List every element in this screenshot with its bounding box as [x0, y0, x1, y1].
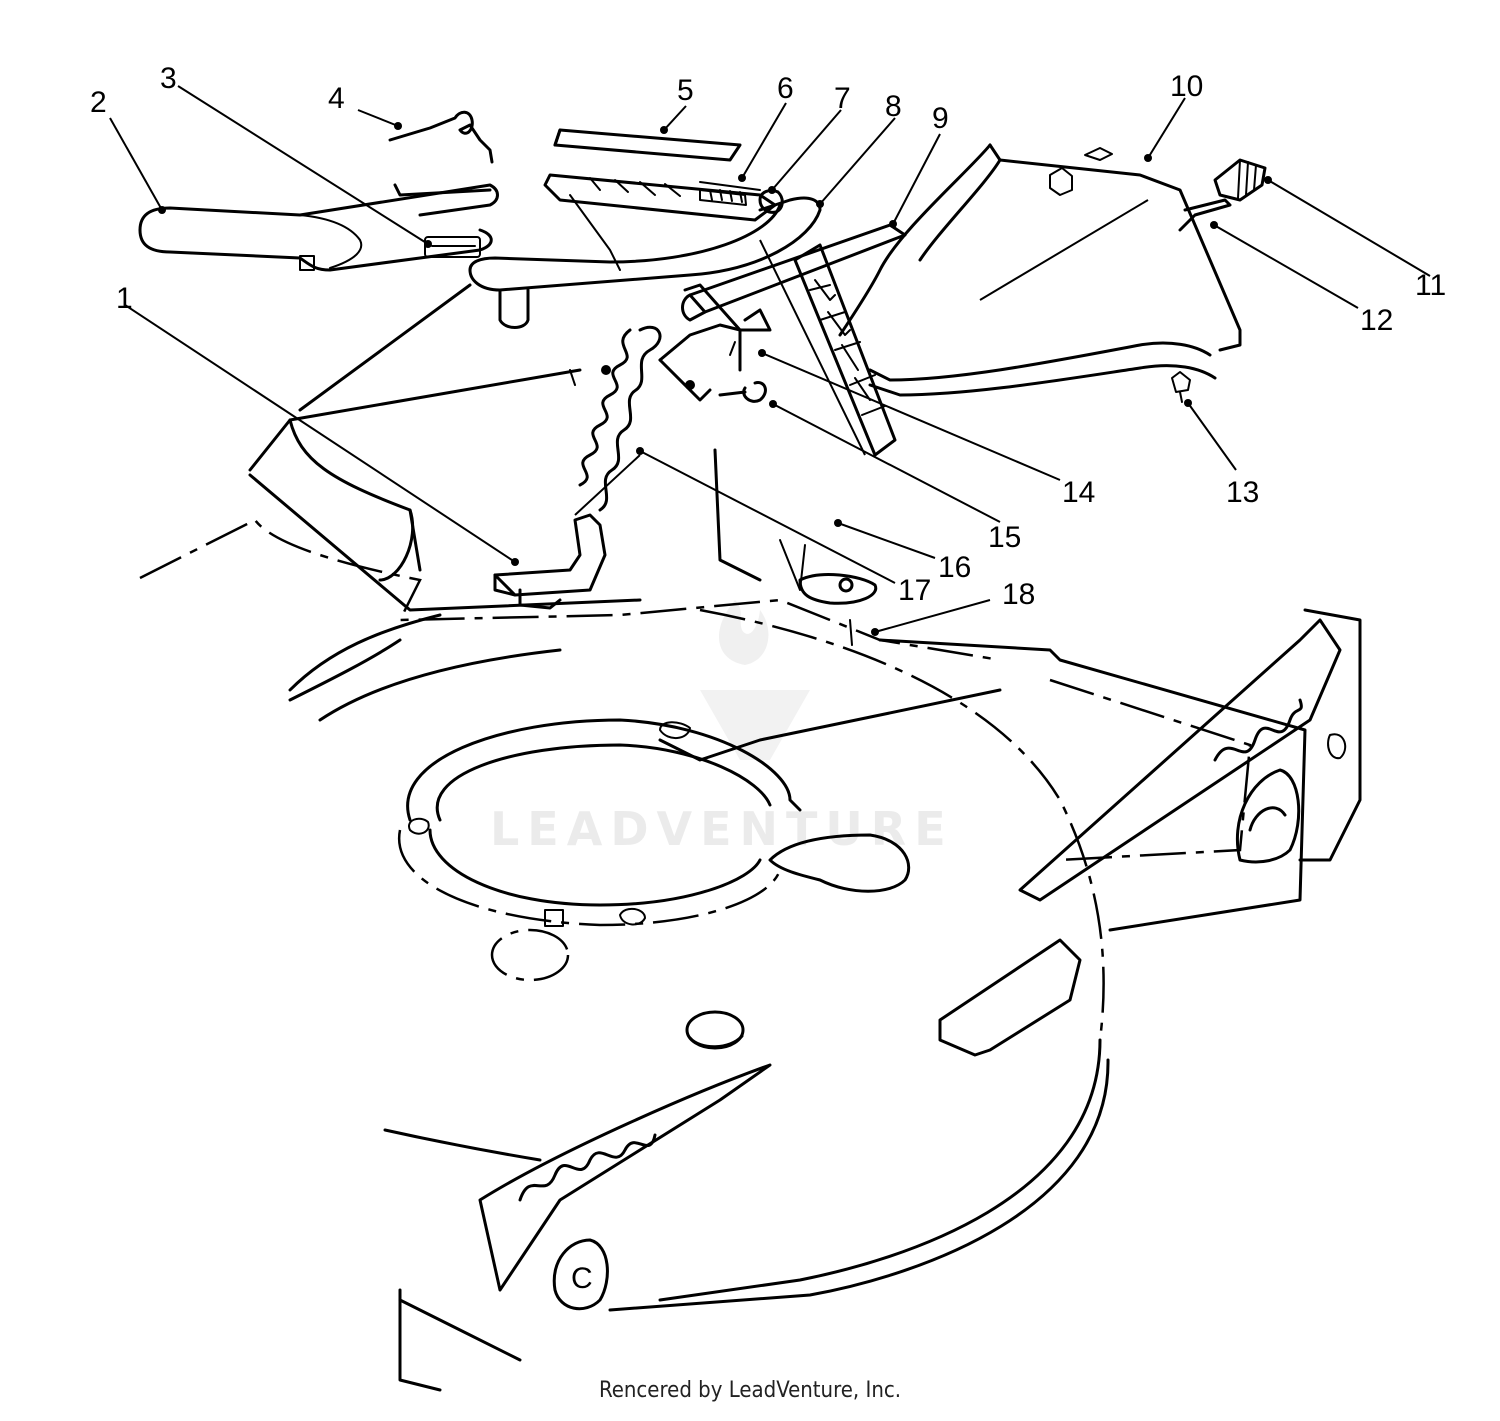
callout-18: 18 — [1002, 578, 1035, 611]
callout-7: 7 — [834, 82, 851, 115]
wheel-hub-mark: C — [571, 1262, 593, 1295]
watermark-logo: LEADVENTURE — [490, 600, 954, 856]
callout-5: 5 — [677, 74, 694, 107]
callout-14: 14 — [1062, 476, 1095, 509]
callout-9: 9 — [932, 102, 949, 135]
callout-8: 8 — [885, 90, 902, 123]
leader-dots — [158, 122, 1272, 636]
callout-4: 4 — [328, 82, 345, 115]
callout-17: 17 — [898, 574, 931, 607]
callout-16: 16 — [938, 551, 971, 584]
callout-15: 15 — [988, 521, 1021, 554]
callout-13: 13 — [1226, 476, 1259, 509]
callout-2: 2 — [90, 86, 107, 119]
callout-10: 10 — [1170, 70, 1203, 103]
watermark-text: LEADVENTURE — [490, 802, 954, 856]
callout-6: 6 — [777, 72, 794, 105]
discharge-chute-assembly — [138, 110, 1267, 646]
callout-3: 3 — [160, 62, 177, 95]
leader-lines — [109, 85, 1431, 633]
callout-12: 12 — [1360, 304, 1393, 337]
credit-text: Rencered by LeadVenture, Inc. — [598, 1378, 902, 1403]
callout-1: 1 — [116, 282, 133, 315]
callout-11: 11 — [1415, 269, 1446, 302]
callout-labels: 1 2 3 4 5 6 7 8 9 10 11 12 13 14 15 16 1… — [90, 62, 1446, 611]
mower-deck: C — [139, 518, 1362, 1392]
